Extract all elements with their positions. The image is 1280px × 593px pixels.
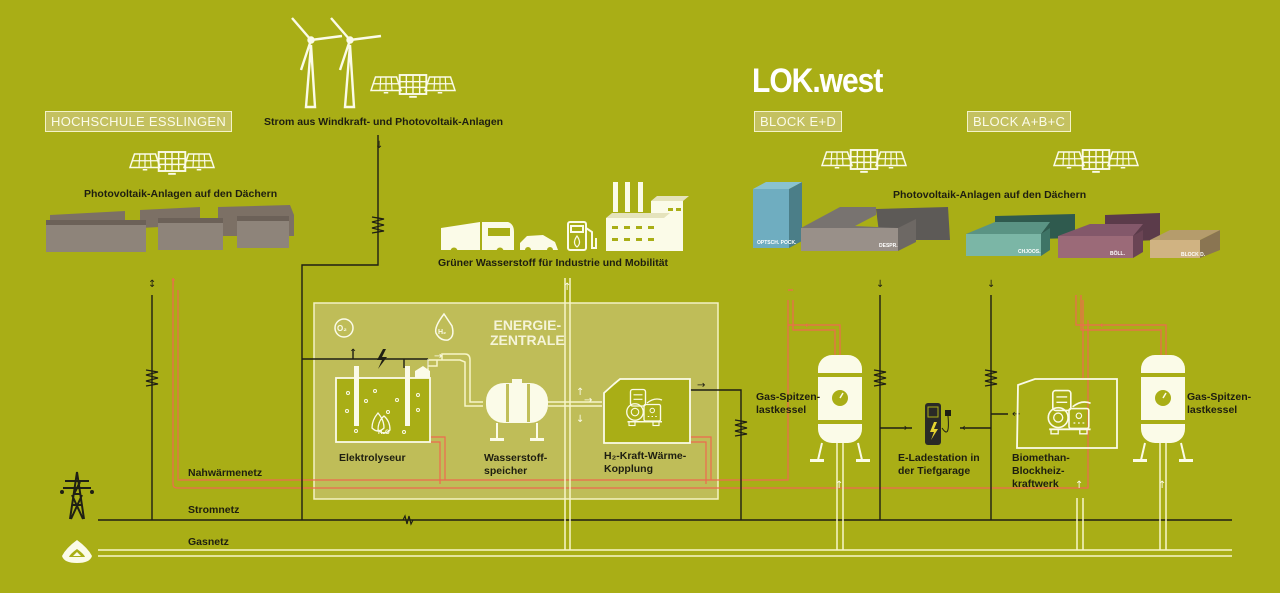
svg-text:↑: ↑ (835, 480, 843, 491)
svg-text:H₂: H₂ (438, 329, 446, 336)
label-biomethan-bhkw: Biomethan- Blockheiz- kraftwerk (1012, 452, 1070, 491)
solar-panel-icon (1054, 150, 1138, 173)
label-gasnetz: Gasnetz (188, 536, 229, 548)
gas-flame-icon (62, 540, 92, 563)
section-hochschule-esslingen: HOCHSCHULE ESSLINGEN (45, 111, 233, 132)
label-green-hydrogen: Grüner Wasserstoff für Industrie und Mob… (438, 257, 669, 269)
energiezentrale-line2: ZENTRALE (490, 332, 565, 348)
building-label: CHJOOS. (1018, 249, 1041, 255)
hochschule-buildings (46, 205, 294, 252)
chp-engine-icon (603, 378, 691, 444)
label-line: Gas-Spitzen- (1187, 391, 1252, 403)
power-network-lines (98, 135, 1232, 521)
label-line: lastkessel (756, 404, 807, 416)
label-pv-roofs-right: Photovoltaik-Anlagen auf den Dächern (893, 189, 1087, 201)
svg-text:→: → (584, 395, 592, 406)
block-ed-buildings (753, 182, 950, 251)
energiezentrale-title: ENERGIE- ZENTRALE (490, 318, 565, 348)
svg-text:↓: ↓ (375, 140, 383, 151)
label-gas-spitzenlastkessel-2: Gas-Spitzen- lastkessel (1187, 391, 1251, 417)
svg-text:O₂: O₂ (337, 324, 347, 333)
building-label: BLOCK D. (1181, 252, 1206, 258)
solar-panel-icon (130, 152, 214, 175)
svg-text:→: → (697, 380, 705, 391)
label-gas-spitzenlastkessel-1: Gas-Spitzen- lastkessel (756, 391, 820, 417)
solar-panel-icon (822, 150, 906, 173)
heat-arrow: ← (805, 321, 812, 331)
power-arrows: ↓ ↕ ↓ ↓ ↑ → → ← ← (148, 140, 1020, 434)
svg-text:↑: ↑ (563, 282, 571, 293)
label-elektrolyseur: Elektrolyseur (339, 452, 406, 464)
svg-text:↓: ↓ (987, 279, 995, 290)
solar-panel-icon (371, 75, 455, 98)
wind-turbine-icon (291, 17, 382, 109)
label-line: kraftwerk (1012, 478, 1059, 490)
lokwest-logo: LOK.west (752, 62, 883, 100)
svg-text:↓: ↓ (876, 279, 884, 290)
truck-icon (441, 222, 514, 255)
lightning-icon (377, 349, 387, 369)
building-label: DESPR. (879, 243, 898, 249)
label-line: speicher (484, 465, 528, 477)
svg-text:↑: ↑ (1158, 480, 1166, 491)
svg-text:←: ← (1012, 409, 1020, 420)
gas-network-lines (98, 278, 1232, 557)
electrolyser-icon (335, 366, 431, 443)
svg-text:↑: ↑ (576, 387, 584, 398)
chp-engine-icon (1016, 378, 1118, 449)
boiler-icon (1132, 354, 1194, 463)
o2-bubble-icon: O₂ (334, 318, 354, 338)
label-e-ladestation: E-Ladestation in der Tiefgarage (898, 452, 980, 478)
label-line: Blockheiz- (1012, 465, 1065, 477)
label-line: der Tiefgarage (898, 465, 971, 477)
energiezentrale-line1: ENERGIE- (493, 317, 562, 333)
block-abc-buildings (966, 213, 1220, 258)
svg-text:→: → (434, 351, 442, 362)
section-block-ed: BLOCK E+D (754, 111, 843, 132)
label-line: Wasserstoff- (484, 452, 548, 464)
label-line: E-Ladestation in (898, 452, 980, 464)
svg-text:↑: ↑ (349, 348, 357, 359)
power-pylon-icon (60, 471, 94, 520)
ev-charger-icon (925, 403, 951, 445)
section-block-abc: BLOCK A+B+C (967, 111, 1072, 132)
svg-text:↕: ↕ (148, 279, 156, 290)
heat-arrow: ↑ (170, 278, 177, 288)
h2o-label: H₂O (378, 430, 390, 436)
factory-icon (606, 182, 689, 251)
h2-drop-icon: H₂ (434, 312, 454, 341)
svg-text:↑: ↑ (1075, 480, 1083, 491)
label-line: Kopplung (604, 463, 653, 475)
svg-text:→: → (899, 423, 907, 434)
svg-text:←: ← (962, 423, 970, 434)
label-pv-roofs-left: Photovoltaik-Anlagen auf den Dächern (84, 188, 278, 200)
resistor-symbol (402, 514, 414, 526)
label-line: H₂-Kraft-Wärme- (604, 450, 687, 462)
h2-fuel-pump-icon (567, 221, 597, 251)
car-icon (520, 235, 558, 253)
label-wasserstoffspeicher: Wasserstoff- speicher (484, 452, 547, 478)
label-nahwaermenetz: Nahwärmenetz (188, 467, 263, 479)
gas-arrows: ↑ ↑ ↑ ↑ → ↑ ↓ → (434, 282, 1166, 491)
hydrogen-tank-icon (486, 379, 548, 441)
label-line: lastkessel (1187, 404, 1238, 416)
svg-text:↓: ↓ (576, 414, 584, 425)
label-line: Biomethan- (1012, 452, 1070, 464)
label-stromnetz: Stromnetz (188, 504, 240, 516)
label-h2-kwk: H₂-Kraft-Wärme- Kopplung (604, 450, 686, 476)
building-label: BÖLL. (1110, 250, 1126, 257)
heat-arrow: ← (1100, 321, 1107, 331)
building-label: OPTSCH. POCK. (757, 240, 797, 246)
heat-network-lines (172, 278, 1167, 489)
label-line: Gas-Spitzen- (756, 391, 821, 403)
label-wind-pv: Strom aus Windkraft- und Photovoltaik-An… (264, 116, 504, 128)
